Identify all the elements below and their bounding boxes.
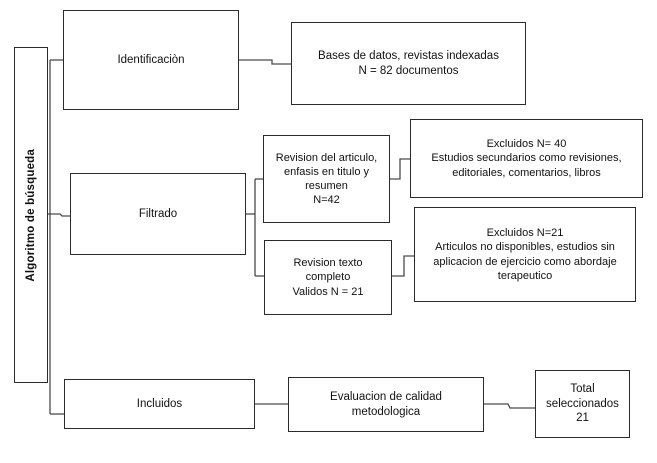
connector-rev2-to-excluidos21 [392,255,414,277]
connector-identificacion-to-bases [239,59,291,65]
node-excluidos-40: Excluidos N= 40 Estudios secundarios com… [410,119,643,198]
connector-rev1-to-excluidos40 [390,158,410,180]
node-evaluacion-calidad: Evaluacion de calidad metodologica [288,377,484,432]
node-total-seleccionados: Total seleccionados 21 [535,370,630,438]
node-revision-texto-completo: Revision texto completo Validos N = 21 [264,240,392,315]
node-identificacion-label: Identificaciòn [117,53,185,66]
spine-label: Algoritmo de búsqueda [25,148,37,282]
node-filtrado-label: Filtrado [138,207,178,220]
node-incluidos-label: Incluidos [136,397,183,410]
node-incluidos: Incluidos [64,379,255,429]
node-revision-articulo-label: Revision del articulo, enfasis en titulo… [275,151,378,207]
node-excluidos-21-label: Excluidos N=21 Articulos no disponibles,… [433,227,617,282]
connector-evaluacion-to-total [484,403,535,409]
node-revision-articulo: Revision del articulo, enfasis en titulo… [263,135,390,223]
node-bases-de-datos-label: Bases de datos, revistas indexadas N = 8… [318,49,499,77]
node-filtrado: Filtrado [70,173,246,255]
connector-trunk-to-filtrado [50,213,70,217]
node-bases-de-datos: Bases de datos, revistas indexadas N = 8… [291,22,526,105]
node-excluidos-21: Excluidos N=21 Articulos no disponibles,… [414,207,636,302]
spine-algoritmo-busqueda: Algoritmo de búsqueda [14,47,48,383]
node-total-seleccionados-label: Total seleccionados 21 [546,382,619,425]
node-revision-texto-completo-label: Revision texto completo Validos N = 21 [292,257,364,298]
node-identificacion: Identificaciòn [63,10,239,110]
node-evaluacion-calidad-label: Evaluacion de calidad metodologica [330,390,442,418]
node-excluidos-40-label: Excluidos N= 40 Estudios secundarios com… [431,138,622,179]
